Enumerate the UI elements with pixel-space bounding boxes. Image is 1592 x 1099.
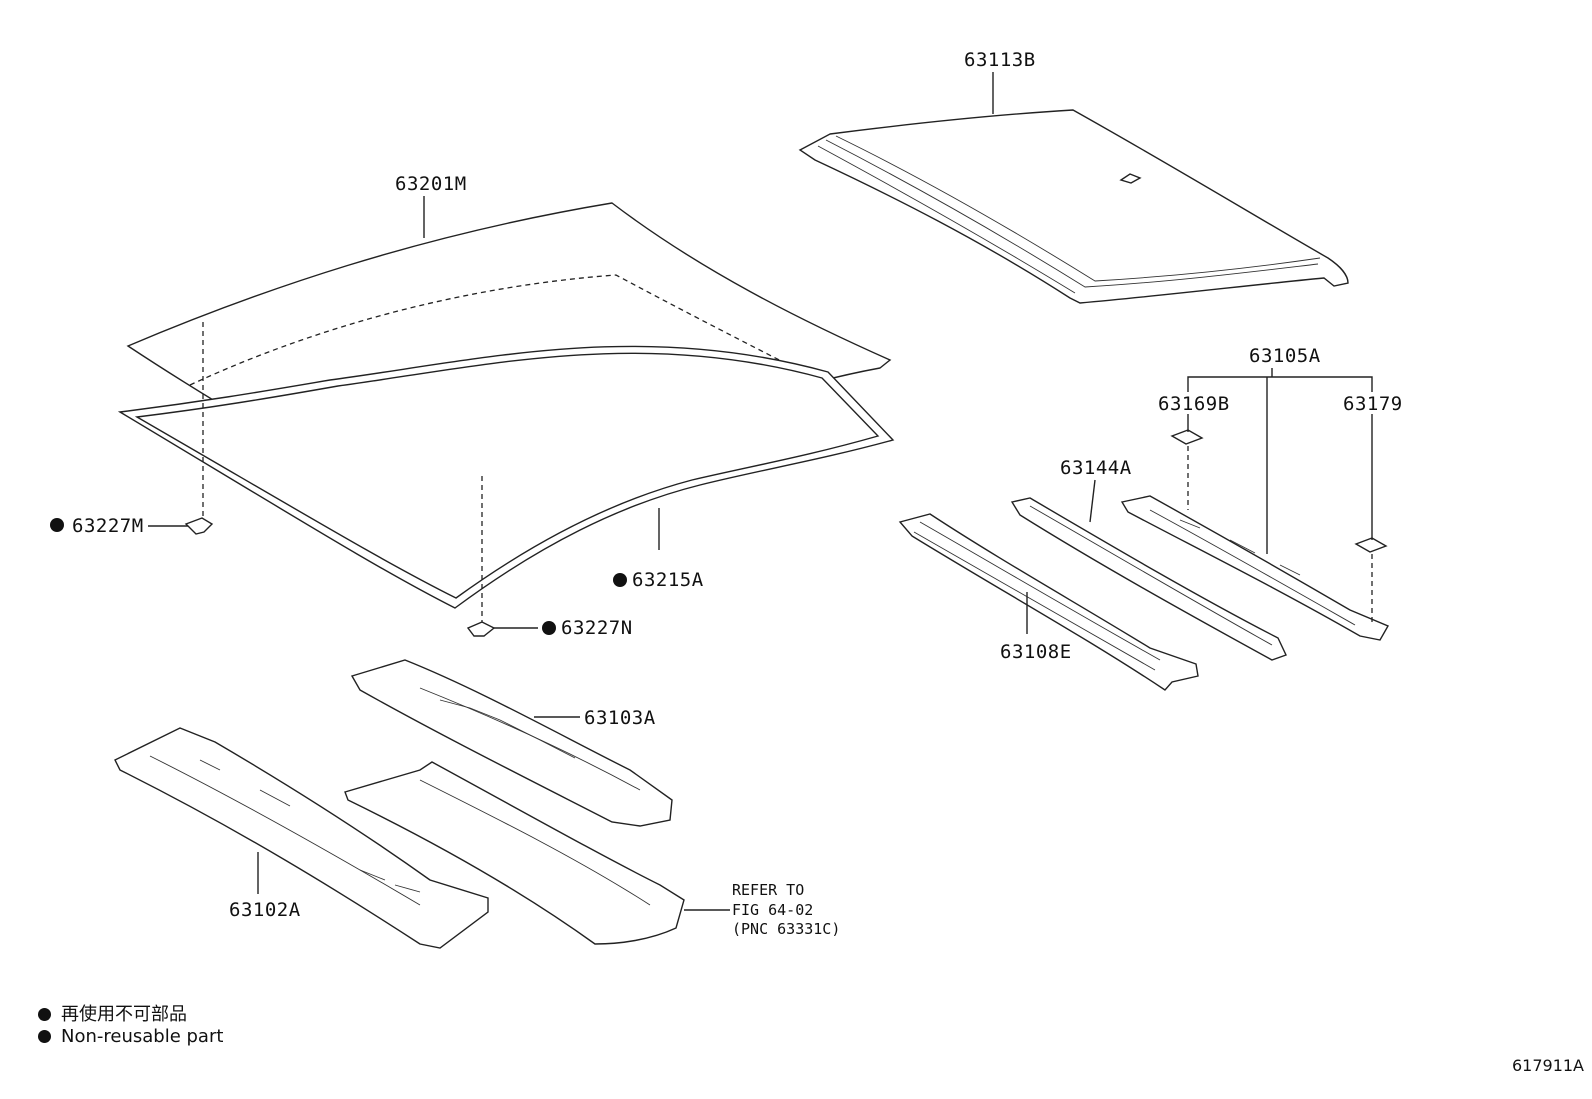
label-63169b: 63169B [1158, 393, 1230, 415]
roof-inner-panel-63103a [350, 659, 673, 827]
legend-bullet-icon [38, 1008, 51, 1021]
clip-63227m [184, 517, 214, 535]
label-63179: 63179 [1343, 393, 1403, 415]
roof-bow-63144a [1010, 497, 1287, 661]
reference-panel-63331c [344, 761, 685, 945]
bracket-63105a [1187, 376, 1373, 392]
legend-japanese: 再使用不可部品 [38, 1000, 187, 1026]
roof-rail-63105a [1120, 495, 1389, 641]
label-63108e: 63108E [1000, 641, 1072, 663]
label-63201m: 63201M [395, 173, 467, 195]
label-63105a: 63105A [1249, 345, 1321, 367]
legend-english: Non-reusable part [38, 1026, 223, 1047]
legend-jp-text: 再使用不可部品 [61, 1004, 187, 1025]
leader-63144a [1089, 479, 1096, 523]
label-63113b: 63113B [964, 49, 1036, 71]
reference-line-3: (PNC 63331C) [732, 920, 840, 938]
legend-en-text: Non-reusable part [61, 1026, 224, 1047]
nonreusable-marker-63215a [613, 573, 627, 587]
clip-63227n [466, 621, 496, 637]
pad-63179 [1354, 537, 1388, 553]
label-63215a: 63215A [632, 569, 704, 591]
front-header-63102a [114, 727, 489, 949]
nonreusable-marker-63227n [542, 621, 556, 635]
label-63227n: 63227N [561, 617, 633, 639]
nonreusable-marker-63227m [50, 518, 64, 532]
figure-id: 617911A [1511, 1056, 1584, 1075]
roof-rail-63108e [898, 513, 1199, 691]
label-63144a: 63144A [1060, 457, 1132, 479]
label-63227m: 63227M [72, 515, 144, 537]
roof-sealer-63215a [117, 345, 895, 609]
label-63102a: 63102A [229, 899, 301, 921]
reference-line-2: FIG 64-02 [732, 901, 813, 919]
roof-63113b [798, 109, 1349, 304]
legend-bullet-icon [38, 1030, 51, 1043]
reference-line-1: REFER TO [732, 881, 804, 899]
label-63103a: 63103A [584, 707, 656, 729]
pad-63169b [1170, 429, 1204, 445]
